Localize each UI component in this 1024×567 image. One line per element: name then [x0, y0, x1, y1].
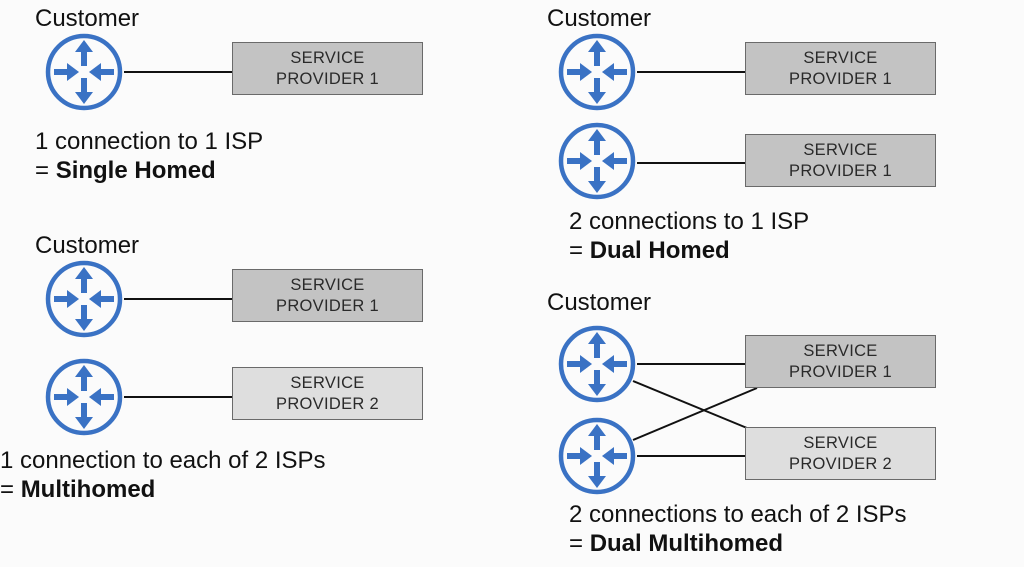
- router-icon: [44, 32, 124, 112]
- caption-term-line: = Multihomed: [0, 475, 155, 504]
- provider-line2: PROVIDER 1: [789, 161, 892, 180]
- provider-line2: PROVIDER 1: [789, 69, 892, 88]
- provider-line1: SERVICE: [290, 373, 365, 392]
- caption-term: Dual Multihomed: [589, 530, 784, 557]
- provider-line2: PROVIDER 1: [789, 362, 892, 381]
- caption-prefix: =: [35, 157, 56, 184]
- caption-description: 2 connections to each of 2 ISPs: [569, 501, 907, 528]
- provider-line1: SERVICE: [803, 48, 878, 67]
- router-icon: [557, 324, 637, 404]
- caption-term-line: = Dual Multihomed: [569, 529, 783, 558]
- service-provider-box: SERVICE PROVIDER 1: [232, 269, 423, 322]
- link-dual-multihomed-r1-sp2: [632, 380, 748, 429]
- router-icon: [557, 416, 637, 496]
- provider-line1: SERVICE: [803, 140, 878, 159]
- caption-description: 1 connection to each of 2 ISPs: [0, 447, 326, 474]
- provider-line2: PROVIDER 1: [276, 69, 379, 88]
- service-provider-box: SERVICE PROVIDER 1: [745, 134, 936, 187]
- service-provider-box: SERVICE PROVIDER 1: [232, 42, 423, 95]
- provider-line1: SERVICE: [803, 433, 878, 452]
- service-provider-box: SERVICE PROVIDER 1: [745, 42, 936, 95]
- service-provider-box: SERVICE PROVIDER 2: [232, 367, 423, 420]
- provider-line2: PROVIDER 2: [276, 394, 379, 413]
- customer-label: Customer: [35, 232, 140, 259]
- caption-description: 1 connection to 1 ISP: [35, 128, 264, 155]
- caption-term-line: = Dual Homed: [569, 236, 730, 265]
- customer-label: Customer: [547, 5, 652, 32]
- router-icon: [557, 32, 637, 112]
- service-provider-box: SERVICE PROVIDER 1: [745, 335, 936, 388]
- provider-line1: SERVICE: [803, 341, 878, 360]
- caption-prefix: =: [569, 237, 590, 264]
- caption-description: 2 connections to 1 ISP: [569, 208, 810, 235]
- router-icon: [44, 357, 124, 437]
- caption-term: Dual Homed: [589, 237, 730, 264]
- router-icon: [557, 121, 637, 201]
- router-icon: [44, 259, 124, 339]
- customer-label: Customer: [547, 289, 652, 316]
- provider-line1: SERVICE: [290, 48, 365, 67]
- caption-prefix: =: [0, 476, 21, 503]
- caption-prefix: =: [569, 530, 590, 557]
- provider-line2: PROVIDER 2: [789, 454, 892, 473]
- caption-term-line: = Single Homed: [35, 156, 216, 185]
- customer-label: Customer: [35, 5, 140, 32]
- link-dual-multihomed-r2-sp1: [632, 387, 758, 441]
- caption-term: Single Homed: [55, 157, 216, 184]
- provider-line1: SERVICE: [290, 275, 365, 294]
- caption-term: Multihomed: [20, 476, 156, 503]
- provider-line2: PROVIDER 1: [276, 296, 379, 315]
- service-provider-box: SERVICE PROVIDER 2: [745, 427, 936, 480]
